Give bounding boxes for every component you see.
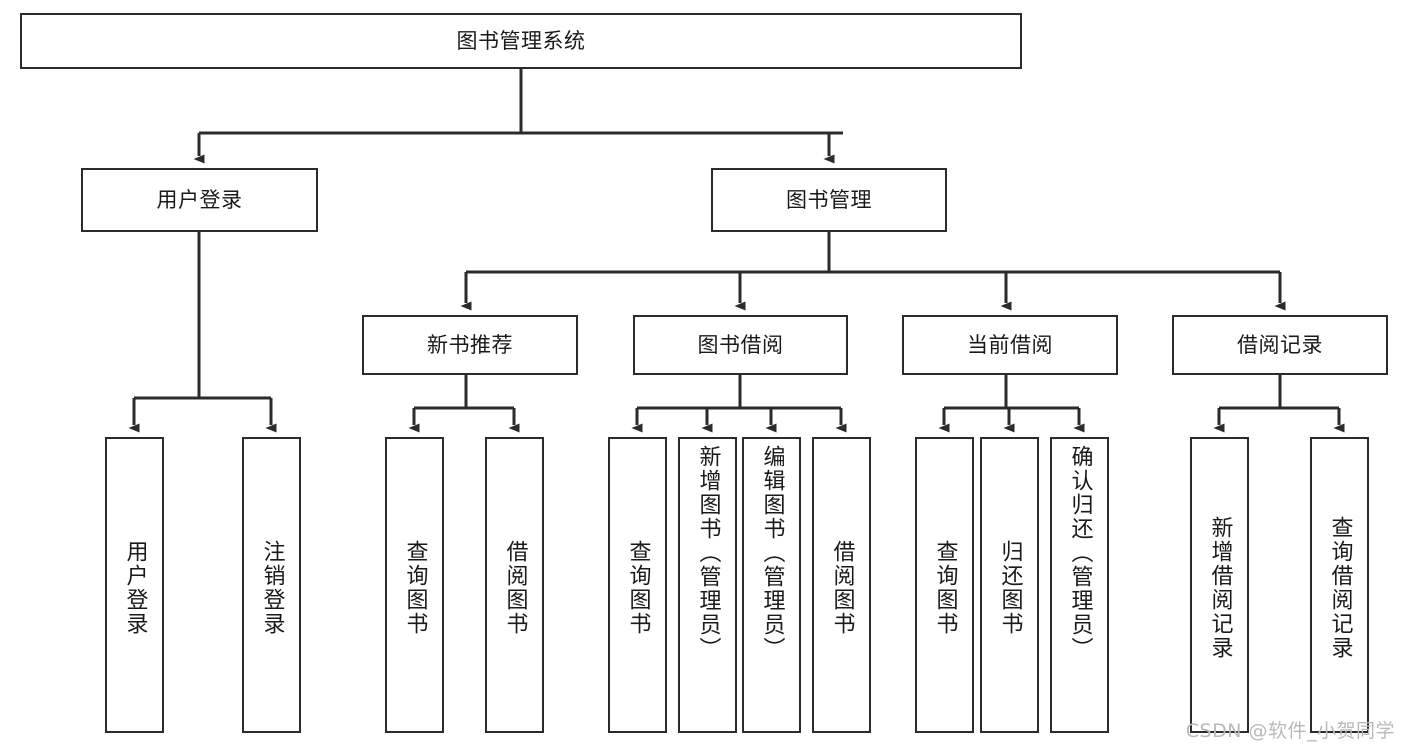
leaf-add-book-admin[interactable]: 新增图书（管理员） (678, 437, 737, 733)
node-label: 归还图书 (997, 540, 1023, 636)
node-label: 查询图书 (932, 540, 958, 636)
leaf-add-borrow-record[interactable]: 新增借阅记录 (1190, 437, 1249, 733)
leaf-query-book-current[interactable]: 查询图书 (915, 437, 974, 733)
node-label: 确认归还（管理员） (1067, 445, 1093, 661)
leaf-query-book-newbook[interactable]: 查询图书 (385, 437, 444, 733)
leaf-return-book[interactable]: 归还图书 (980, 437, 1039, 733)
leaf-logout[interactable]: 注销登录 (242, 437, 301, 733)
node-label: 借阅记录 (1237, 332, 1323, 357)
edges-bookmgmt-to-level3 (460, 232, 1286, 311)
node-new-book-recommend[interactable]: 新书推荐 (362, 315, 578, 375)
node-label: 用户登录 (156, 187, 243, 212)
leaf-confirm-return-admin[interactable]: 确认归还（管理员） (1050, 437, 1109, 733)
node-current-borrow[interactable]: 当前借阅 (902, 315, 1118, 375)
node-label: 查询图书 (402, 540, 428, 636)
leaf-borrow-book-newbook[interactable]: 借阅图书 (485, 437, 544, 733)
node-label: 新书推荐 (427, 332, 513, 357)
node-user-login[interactable]: 用户登录 (81, 168, 318, 232)
node-label: 编辑图书（管理员） (759, 445, 785, 661)
node-label: 图书管理系统 (456, 28, 586, 53)
leaf-edit-book-admin[interactable]: 编辑图书（管理员） (742, 437, 801, 733)
node-book-management[interactable]: 图书管理 (711, 168, 947, 232)
node-book-borrow[interactable]: 图书借阅 (633, 315, 848, 375)
edges-borrow-to-leaves (631, 375, 847, 433)
edges-newbook-to-leaves (408, 375, 520, 433)
node-borrow-records[interactable]: 借阅记录 (1172, 315, 1388, 375)
leaf-query-borrow-record[interactable]: 查询借阅记录 (1310, 437, 1369, 733)
edges-current-to-leaves (938, 375, 1085, 433)
leaf-user-login[interactable]: 用户登录 (105, 437, 164, 733)
leaf-borrow-book[interactable]: 借阅图书 (812, 437, 871, 733)
node-label: 查询借阅记录 (1327, 516, 1353, 660)
node-label: 借阅图书 (829, 540, 855, 636)
node-label: 用户登录 (122, 540, 148, 636)
node-label: 新增借阅记录 (1207, 516, 1233, 660)
node-label: 图书借阅 (697, 332, 784, 357)
node-root-system[interactable]: 图书管理系统 (20, 13, 1022, 69)
node-label: 新增图书（管理员） (695, 445, 721, 661)
leaf-query-book-borrow[interactable]: 查询图书 (608, 437, 667, 733)
node-label: 注销登录 (259, 540, 285, 636)
node-label: 图书管理 (786, 187, 872, 212)
edges-root-to-level2 (193, 69, 843, 164)
edges-userlogin-to-leaves (128, 232, 277, 433)
edges-records-to-leaves (1213, 375, 1345, 433)
node-label: 借阅图书 (502, 540, 528, 636)
csdn-watermark: CSDN @软件_小贺同学 (1185, 720, 1395, 742)
node-label: 当前借阅 (967, 332, 1053, 357)
node-label: 查询图书 (625, 540, 651, 636)
